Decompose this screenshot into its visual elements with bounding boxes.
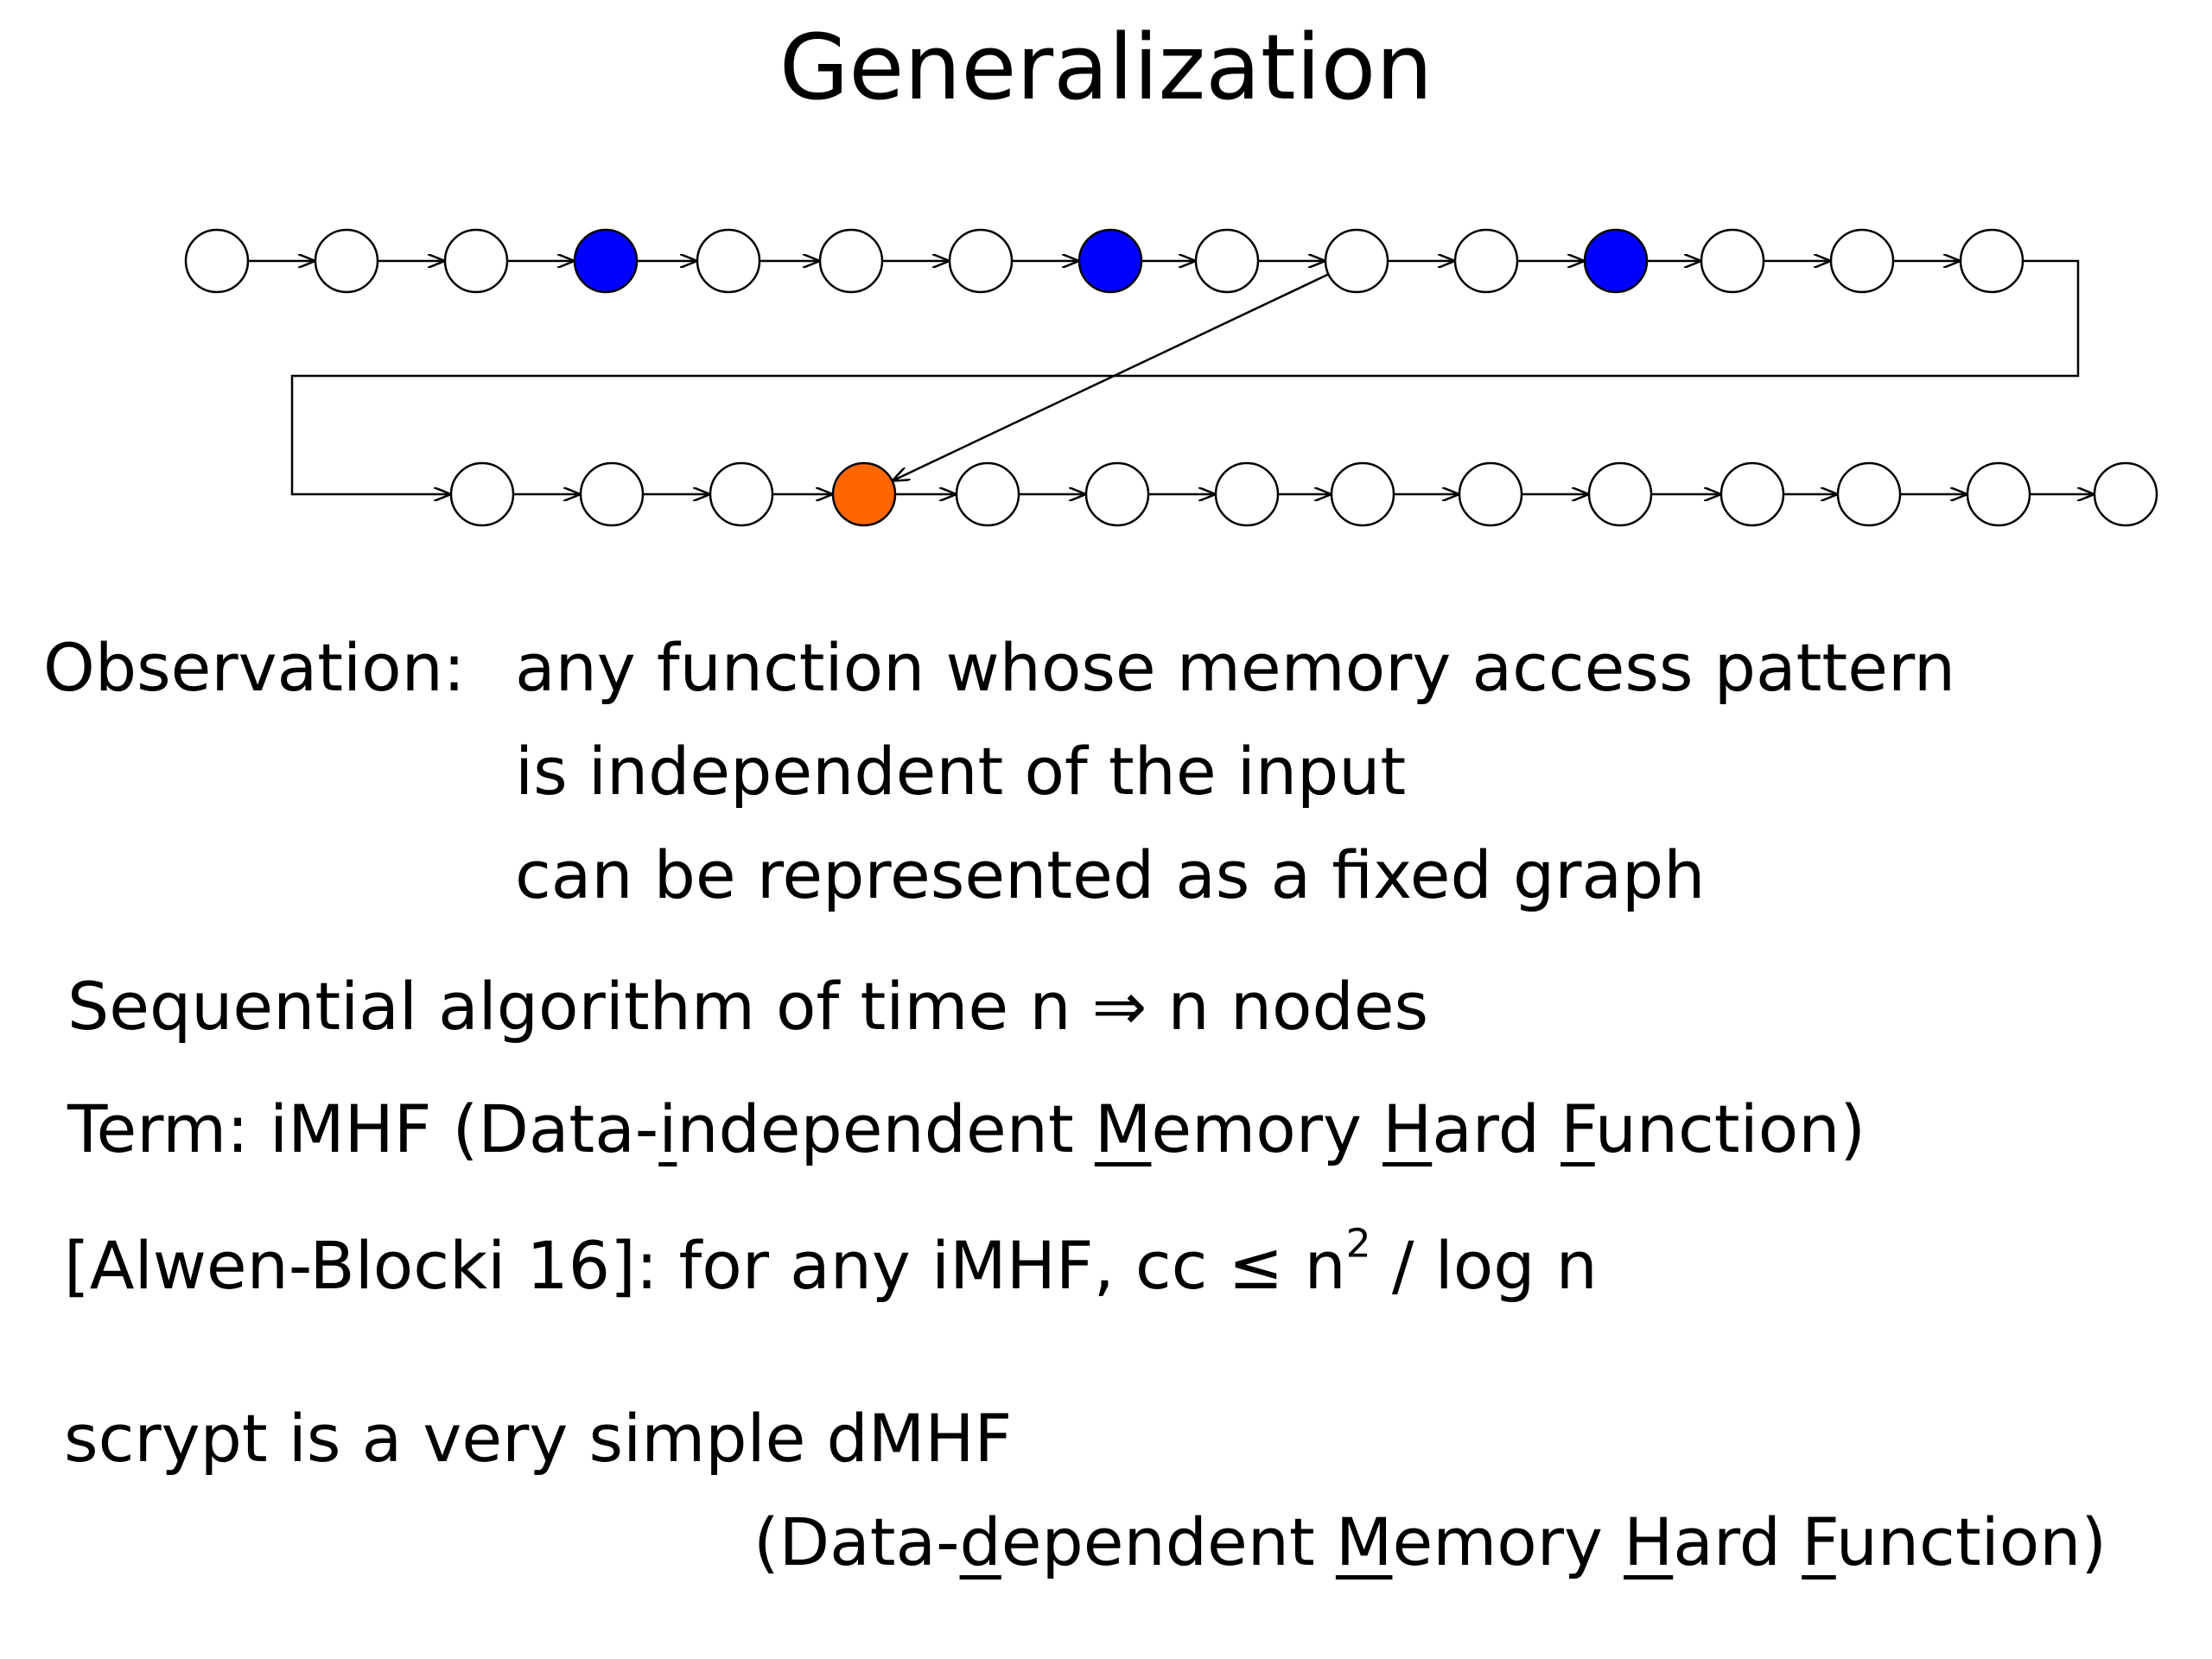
row2-node-7 bbox=[1214, 461, 1280, 527]
row1-node-11 bbox=[1453, 228, 1519, 294]
row1-node-1 bbox=[184, 228, 250, 294]
row2-node-5 bbox=[955, 461, 1020, 527]
row2-node-12 bbox=[1836, 461, 1902, 527]
scrypt-emory: emory bbox=[1392, 1503, 1624, 1580]
scrypt-ard: ard bbox=[1673, 1503, 1802, 1580]
page-title: Generalization bbox=[779, 15, 1433, 120]
row2-node-3 bbox=[709, 461, 774, 527]
term-prefix: Term: iMHF (Data- bbox=[67, 1090, 659, 1167]
alwen-exponent: 2 bbox=[1345, 1220, 1371, 1267]
term-f-underlined: F bbox=[1560, 1090, 1595, 1167]
scrypt-open: (Data- bbox=[753, 1503, 960, 1580]
term-unction: unction) bbox=[1594, 1090, 1866, 1167]
term-emory: emory bbox=[1151, 1090, 1383, 1167]
term-ard: ard bbox=[1432, 1090, 1561, 1167]
row1-node-9 bbox=[1194, 228, 1260, 294]
row2-node-2 bbox=[579, 461, 645, 527]
scrypt-unction: unction) bbox=[1835, 1503, 2107, 1580]
scrypt-line-1: scrypt is a very simple dMHF bbox=[64, 1400, 1013, 1477]
row1-node-2 bbox=[314, 228, 379, 294]
row2-node-10 bbox=[1587, 461, 1653, 527]
graph-nodes bbox=[184, 228, 2158, 527]
term-h-underlined: H bbox=[1382, 1090, 1433, 1167]
row2-node-9 bbox=[1458, 461, 1523, 527]
term-definition: Term: iMHF (Data-independent Memory Hard… bbox=[67, 1090, 1866, 1168]
term-ndependent: ndependent bbox=[677, 1090, 1095, 1167]
term-m-underlined: M bbox=[1094, 1090, 1152, 1167]
sequential-text: Sequential algorithm of time n bbox=[67, 968, 1071, 1045]
row1-node-14 bbox=[1829, 228, 1895, 294]
scrypt-d-underlined: d bbox=[959, 1503, 1001, 1580]
row1-node-3 bbox=[443, 228, 509, 294]
observation-line-1: any function whose memory access pattern bbox=[515, 629, 1956, 706]
row1-node-12 bbox=[1583, 228, 1649, 294]
row2-node-14 bbox=[2093, 461, 2158, 527]
alwen-blocki-statement: [Alwen-Blocki 16]: for any iMHF, cc ≤ n2… bbox=[64, 1224, 1598, 1305]
row1-node-5 bbox=[696, 228, 761, 294]
memory-graph bbox=[184, 228, 2158, 527]
row2-node-6 bbox=[1084, 461, 1150, 527]
row1-node-15 bbox=[1959, 228, 2024, 294]
observation-line-2: is independent of the input bbox=[515, 733, 1407, 810]
scrypt-ependent: ependent bbox=[1001, 1503, 1336, 1580]
observation-line-3: can be represented as a fixed graph bbox=[515, 836, 1706, 913]
long-dependency-edge bbox=[893, 273, 1330, 480]
row2-node-1 bbox=[449, 461, 515, 527]
row2-node-8 bbox=[1330, 461, 1395, 527]
row2-node-11 bbox=[1719, 461, 1785, 527]
row1-node-13 bbox=[1700, 228, 1765, 294]
row2-node-4 bbox=[831, 461, 897, 527]
alwen-suffix: / log n bbox=[1391, 1227, 1598, 1304]
scrypt-h-underlined: H bbox=[1624, 1503, 1674, 1580]
alwen-n: n bbox=[1304, 1227, 1346, 1304]
scrypt-line-2: (Data-dependent Memory Hard Function) bbox=[753, 1503, 2107, 1581]
scrypt-f-underlined: F bbox=[1802, 1503, 1836, 1580]
row1-node-7 bbox=[948, 228, 1014, 294]
alwen-prefix: [Alwen-Blocki 16]: for any iMHF, cc bbox=[64, 1227, 1208, 1304]
leq-symbol: ≤ bbox=[1228, 1227, 1284, 1304]
graph-edges bbox=[248, 261, 2094, 494]
row2-node-13 bbox=[1966, 461, 2031, 527]
row1-node-8 bbox=[1077, 228, 1143, 294]
row1-node-6 bbox=[818, 228, 884, 294]
observation-label: Observation: bbox=[43, 629, 466, 706]
sequential-statement: Sequential algorithm of time n ⇒ n nodes bbox=[67, 968, 1428, 1046]
wrap-connector bbox=[290, 259, 2080, 494]
implies-symbol: ⇒ bbox=[1091, 968, 1147, 1045]
row1-node-10 bbox=[1324, 228, 1389, 294]
scrypt-m-underlined: M bbox=[1335, 1503, 1393, 1580]
sequential-tail: n nodes bbox=[1167, 968, 1429, 1045]
term-i-underlined: i bbox=[658, 1090, 677, 1167]
row1-node-4 bbox=[573, 228, 639, 294]
